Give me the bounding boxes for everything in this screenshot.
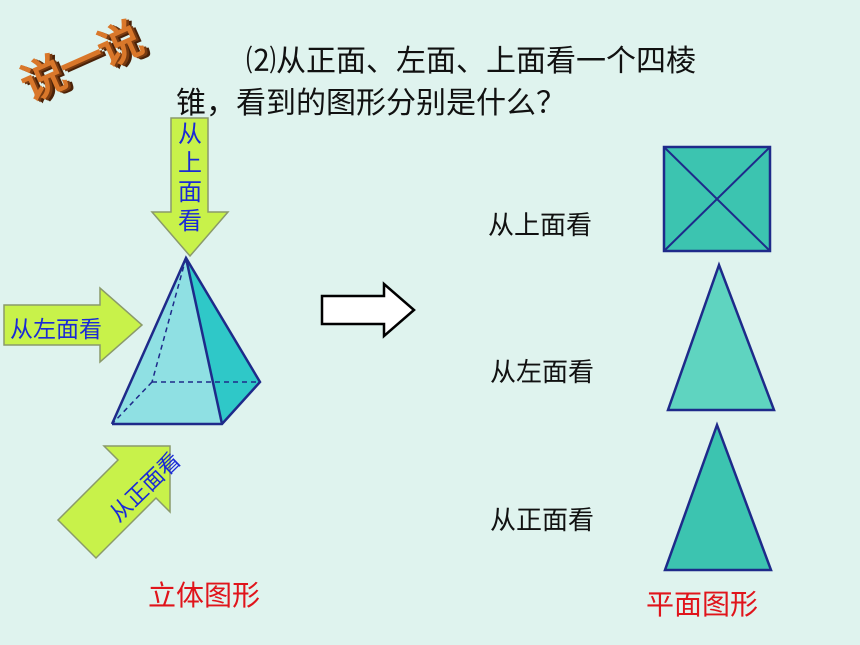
- top-view-shape: [662, 145, 772, 253]
- solid-figure-caption: 立体图形: [148, 579, 261, 612]
- top-arrow-char: 上: [178, 149, 202, 177]
- question-line-1: ⑵从正面、左面、上面看一个四棱: [246, 44, 696, 79]
- top-view-label: 从上面看: [488, 211, 593, 241]
- top-arrow-char: 面: [178, 178, 202, 206]
- top-view-arrow: [150, 117, 230, 258]
- front-view-arrow: [56, 445, 171, 560]
- question-line-2: 锥，看到的图形分别是什么？: [176, 86, 566, 121]
- pyramid-side-face: [186, 258, 260, 424]
- pyramid-outline: [110, 255, 262, 426]
- pyramid-hidden-edge: [151, 257, 187, 383]
- left-view-triangle: [666, 261, 776, 412]
- pyramid-solid: [110, 255, 262, 426]
- plane-figure-caption: 平面图形: [646, 588, 759, 621]
- top-arrow-label: 从 上 面 看: [176, 120, 204, 236]
- left-arrow-label: 从左面看: [10, 317, 102, 343]
- top-arrow-char: 从: [178, 120, 202, 148]
- pyramid-hidden-base-2: [111, 381, 153, 425]
- left-view-arrow: [3, 286, 144, 364]
- pyramid-front-edge: [184, 257, 224, 425]
- transform-arrow: [320, 281, 416, 339]
- top-arrow-char: 看: [178, 207, 202, 235]
- left-view-label: 从左面看: [490, 358, 595, 388]
- front-view-label: 从正面看: [490, 506, 595, 536]
- front-view-triangle: [663, 421, 773, 572]
